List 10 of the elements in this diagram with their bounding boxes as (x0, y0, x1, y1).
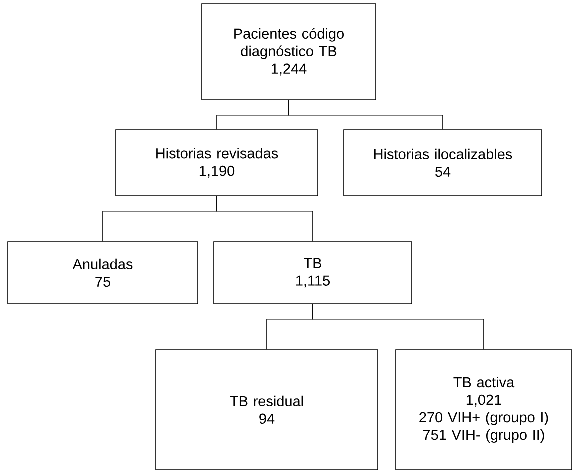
process-box: Anuladas 75 (8, 242, 198, 304)
process-box: Historias revisadas 1,190 (116, 130, 318, 196)
process-box: TB activa 1,021 270 VIH+ (groupo I) 751 VIH- (grupo II) (396, 350, 572, 470)
connector-line (216, 196, 314, 242)
process-box: TB 1,115 (214, 242, 412, 304)
connector-line (312, 304, 484, 350)
connector-line (288, 100, 444, 130)
process-box: TB residual 94 (156, 350, 378, 470)
process-box: Historias ilocalizables 54 (344, 130, 542, 196)
process-box: Pacientes código diagnóstico TB 1,244 (202, 4, 376, 100)
